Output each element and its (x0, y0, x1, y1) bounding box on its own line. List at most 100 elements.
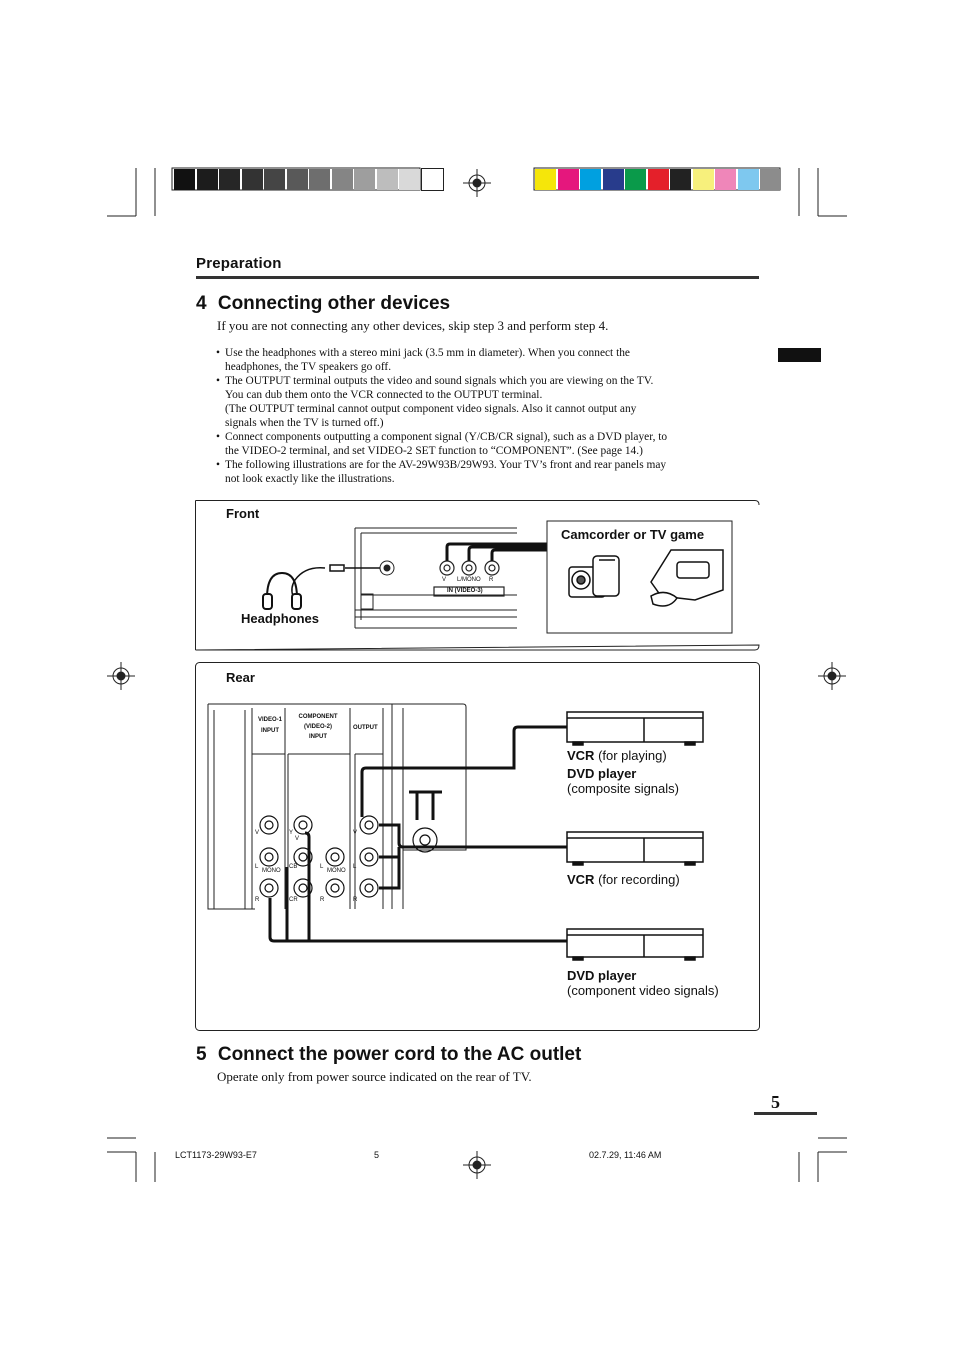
step4-heading: 4 Connecting other devices (196, 293, 450, 315)
headphones-label: Headphones (241, 611, 320, 626)
color-swatch (760, 169, 781, 190)
dvd-composite-label: DVD player (composite signals) (567, 766, 679, 796)
color-swatch (715, 169, 736, 190)
note-item: The following illustrations are for the … (216, 458, 761, 486)
rear-jack-r: R (255, 897, 260, 903)
color-swatch (420, 168, 444, 191)
registration-target-right (818, 662, 846, 690)
tv-rear-panel (207, 703, 467, 910)
step5-title: Connect the power cord to the AC outlet (217, 1044, 582, 1065)
color-swatch (309, 169, 330, 190)
headphone-jack (379, 560, 395, 576)
step5-heading: 5 Connect the power cord to the AC outle… (196, 1044, 581, 1066)
color-swatch (399, 169, 420, 190)
rear-jack-r2: R (320, 897, 325, 903)
game-console-icon (650, 549, 724, 607)
dvd-composite-rest: (composite signals) (567, 781, 679, 796)
headphones-icon (262, 571, 302, 610)
color-swatch (174, 169, 195, 190)
note-line: headphones, the TV speakers go off. (225, 361, 392, 373)
color-swatch (331, 169, 353, 190)
color-swatch (535, 169, 556, 190)
tv-front-panel (354, 527, 517, 629)
color-swatch (580, 169, 601, 190)
note-line: not look exactly like the illustrations. (225, 473, 395, 485)
note-line: Use the headphones with a stereo mini ja… (225, 347, 630, 359)
registration-target-bottom (463, 1151, 491, 1179)
antenna-terminal (409, 790, 442, 820)
component-line: COMPONENT (298, 714, 338, 720)
video1-line: VIDEO-1 (257, 717, 282, 723)
footer-timestamp: 02.7.29, 11:46 AM (589, 1150, 662, 1160)
color-swatch (196, 169, 218, 190)
footer-doc-code: LCT1173-29W93-E7 (175, 1150, 257, 1160)
vcr-playing-device (566, 711, 704, 746)
rear-jack-l3: L (353, 864, 357, 870)
input-label: IN (VIDEO-3) (447, 588, 483, 594)
dvd-component-device (566, 928, 704, 961)
step4-intro: If you are not connecting any other devi… (217, 318, 609, 333)
rear-jack-l2: L (320, 864, 324, 870)
page-number-rule (754, 1112, 817, 1115)
vcr-recording-label: VCR (for recording) (567, 872, 680, 887)
language-tab (778, 348, 821, 362)
jack-label-v: V (442, 577, 447, 583)
component-terminal-label: COMPONENT (VIDEO-2) INPUT (292, 714, 344, 740)
rear-jack-v3: V (353, 830, 358, 836)
rear-jacks (259, 815, 379, 898)
rear-cables (268, 725, 567, 943)
note-line: (The OUTPUT terminal cannot output compo… (225, 403, 637, 415)
note-line: the VIDEO-2 terminal, and set VIDEO-2 SE… (225, 445, 643, 457)
color-swatch (557, 169, 579, 190)
color-swatch (219, 169, 240, 190)
color-swatch (647, 169, 669, 190)
note-line: The OUTPUT terminal outputs the video an… (225, 375, 654, 387)
color-swatch (602, 169, 624, 190)
footer-page: 5 (374, 1150, 380, 1160)
vcr-recording-rest: (for recording) (594, 872, 680, 887)
step5-text: Operate only from power source indicated… (217, 1069, 532, 1084)
dvd-component-label: DVD player (component video signals) (567, 968, 719, 998)
headphone-cable (291, 564, 380, 597)
dvd-composite-bold: DVD player (567, 766, 637, 781)
note-line: Connect components outputting a componen… (225, 431, 668, 443)
rear-jack-video: V (295, 836, 300, 842)
color-swatch (264, 169, 285, 190)
rear-jack-mono: MONO (262, 868, 281, 874)
step4-title: Connecting other devices (217, 293, 451, 314)
jack-label-r: R (489, 577, 494, 583)
note-line: The following illustrations are for the … (225, 459, 667, 471)
color-swatch (354, 169, 375, 190)
rear-jack-r3: R (353, 897, 358, 903)
section-rule (196, 276, 759, 279)
camcorder-icon (568, 555, 620, 598)
dvd-component-bold: DVD player (567, 968, 637, 983)
front-panel-diagram (195, 500, 760, 651)
color-swatch (737, 169, 759, 190)
component-line: (VIDEO-2) (303, 724, 332, 730)
rear-jack-l: L (255, 864, 259, 870)
step5-number: 5 (196, 1044, 207, 1065)
rear-jack-v: V (255, 830, 260, 836)
notes-list: Use the headphones with a stereo mini ja… (216, 346, 761, 486)
vcr-playing-rest: (for playing) (594, 748, 667, 763)
step4-number: 4 (196, 293, 207, 314)
component-line: INPUT (309, 734, 327, 740)
camcorder-label: Camcorder or TV game (561, 527, 705, 542)
note-line: signals when the TV is turned off.) (225, 417, 384, 429)
color-swatch (625, 169, 646, 190)
color-swatch (670, 169, 691, 190)
output-terminal-label: OUTPUT (353, 725, 378, 731)
registration-target-left (107, 662, 135, 690)
section-label: Preparation (196, 255, 282, 272)
rear-jack-cb: CB (289, 864, 298, 870)
dvd-component-rest: (component video signals) (567, 983, 719, 998)
vcr-recording-device (566, 831, 704, 866)
video1-terminal-label: VIDEO-1 INPUT (255, 717, 285, 734)
front-av-cables (445, 542, 548, 561)
vcr-playing-label: VCR (for playing) (567, 748, 667, 763)
video1-line: INPUT (261, 728, 279, 734)
color-swatch (376, 169, 398, 190)
rear-jack-cr: CR (289, 897, 298, 903)
note-line: You can dub them onto the VCR connected … (225, 389, 543, 401)
